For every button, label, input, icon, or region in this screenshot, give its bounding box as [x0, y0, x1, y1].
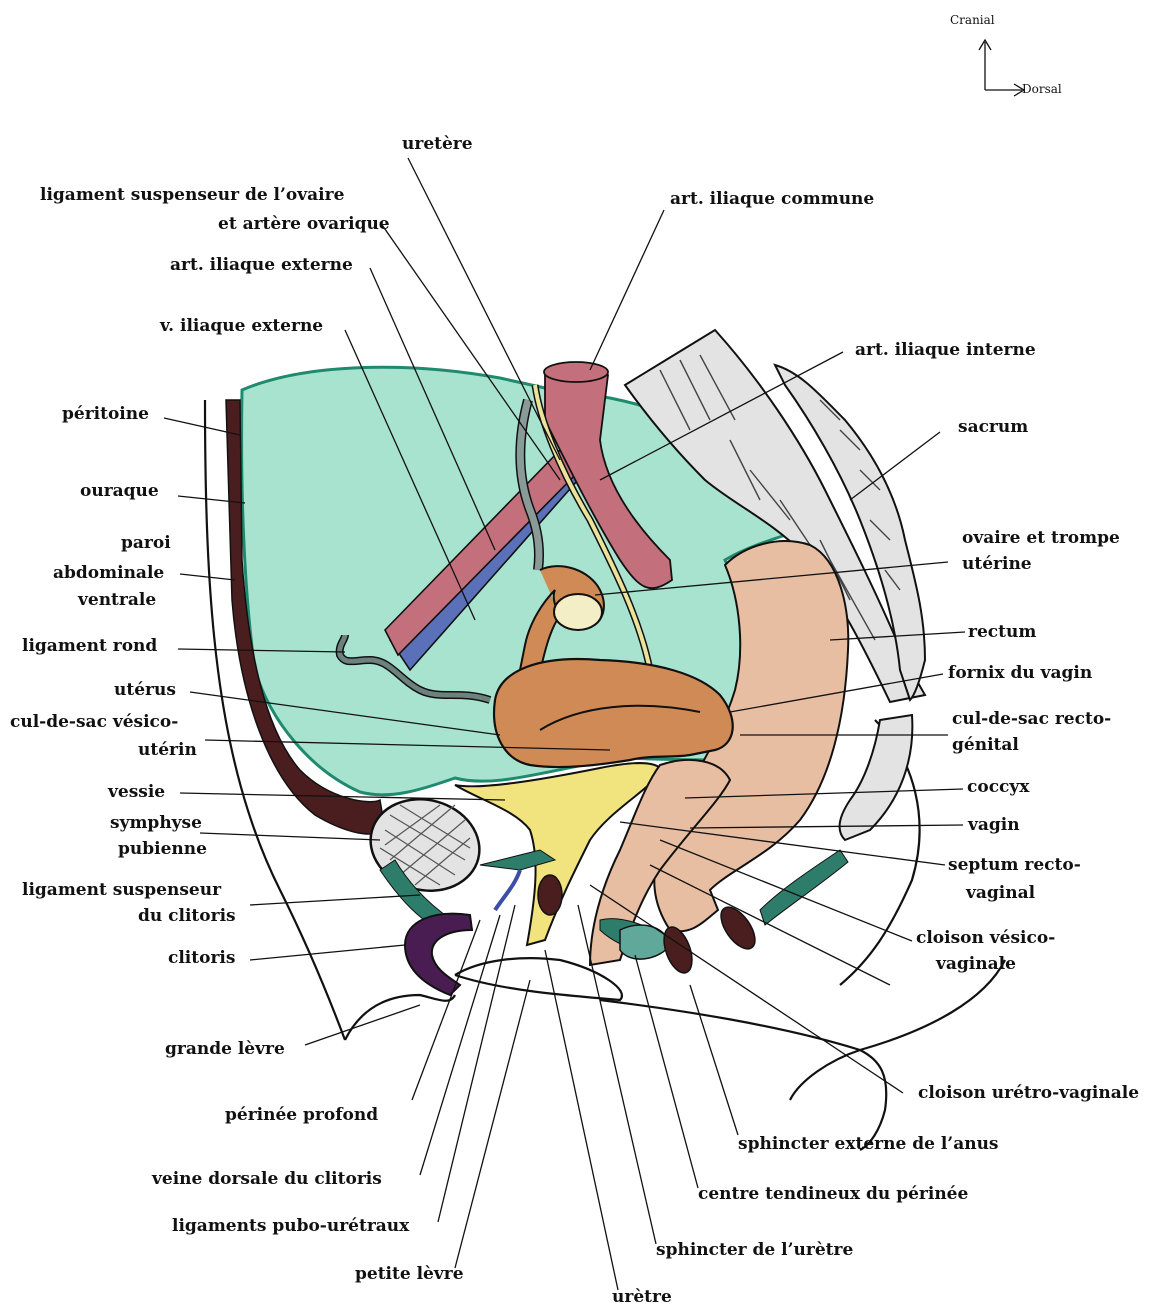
- label-vessie: vessie: [107, 782, 165, 802]
- label-ouraque: ouraque: [80, 481, 159, 501]
- dorsal-vein-clitoris: [495, 870, 520, 910]
- ovary: [554, 594, 602, 630]
- label-sacrum: sacrum: [958, 417, 1028, 437]
- label-lig-susp-clit-2: du clitoris: [138, 906, 236, 926]
- label-centre-tendineux: centre tendineux du périnée: [698, 1184, 968, 1204]
- label-coccyx: coccyx: [967, 777, 1030, 797]
- label-grande-levre: grande lèvre: [165, 1039, 285, 1059]
- label-veine-dorsale: veine dorsale du clitoris: [151, 1169, 382, 1189]
- orientation-indicator: Cranial Dorsal: [950, 13, 1062, 96]
- label-uretre: urètre: [612, 1287, 672, 1307]
- label-paroi-1: paroi: [121, 533, 171, 553]
- label-symphyse-1: symphyse: [110, 813, 202, 833]
- urethral-sphincter-node: [538, 875, 562, 915]
- label-paroi-3: ventrale: [77, 590, 156, 610]
- label-peritoine: péritoine: [62, 404, 149, 424]
- artery-common-iliac-cut: [544, 362, 608, 382]
- label-art-iliaque-externe: art. iliaque externe: [170, 255, 353, 275]
- label-cds-vesico-2: utérin: [138, 740, 197, 760]
- label-symphyse-2: pubienne: [118, 839, 207, 859]
- label-cds-recto-2: génital: [952, 735, 1019, 755]
- label-petite-levre: petite lèvre: [355, 1264, 464, 1284]
- label-septum-1: septum recto-: [948, 855, 1081, 875]
- labia-majora-outline: [345, 995, 455, 1040]
- perineal-body: [620, 925, 670, 959]
- label-ligament-rond: ligament rond: [22, 636, 157, 656]
- label-uretere: uretère: [402, 134, 473, 154]
- label-sphincter-anus: sphincter externe de l’anus: [738, 1134, 999, 1154]
- label-sphincter-uretre: sphincter de l’urètre: [656, 1240, 853, 1260]
- label-lig-susp-ovaire-1: ligament suspenseur de l’ovaire: [40, 185, 345, 205]
- label-cloison-uv: cloison urétro-vaginale: [918, 1083, 1139, 1103]
- buttock-fold: [600, 1000, 886, 1150]
- label-lig-susp-clit-1: ligament suspenseur: [22, 880, 222, 900]
- label-ovaire-2: utérine: [962, 554, 1032, 574]
- label-clitoris: clitoris: [168, 948, 235, 968]
- label-art-iliaque-interne: art. iliaque interne: [855, 340, 1036, 360]
- label-art-iliaque-commune: art. iliaque commune: [670, 189, 874, 209]
- clitoris-organ: [405, 914, 472, 995]
- label-paroi-2: abdominale: [53, 563, 164, 583]
- label-septum-2: vaginal: [965, 883, 1036, 903]
- dorsal-label: Dorsal: [1022, 82, 1062, 96]
- cranial-label: Cranial: [950, 13, 995, 27]
- label-cds-vesico-1: cul-de-sac vésico-: [10, 712, 178, 732]
- label-uterus: utérus: [114, 680, 176, 700]
- label-cds-recto-1: cul-de-sac recto-: [952, 709, 1111, 729]
- label-vagin: vagin: [967, 815, 1020, 835]
- label-rectum: rectum: [968, 622, 1036, 642]
- label-cloison-vv-1: cloison vésico-: [916, 928, 1055, 948]
- label-perinee-profond: périnée profond: [225, 1105, 378, 1125]
- label-ovaire-1: ovaire et trompe: [962, 528, 1120, 548]
- label-lig-susp-ovaire-2: et artère ovarique: [218, 214, 390, 234]
- label-cloison-vv-2: vaginale: [935, 954, 1016, 974]
- label-ligaments-pubo: ligaments pubo-urétraux: [172, 1216, 410, 1236]
- label-v-iliaque-externe: v. iliaque externe: [159, 316, 323, 336]
- coccyx-bone: [840, 715, 913, 840]
- label-fornix: fornix du vagin: [948, 663, 1092, 683]
